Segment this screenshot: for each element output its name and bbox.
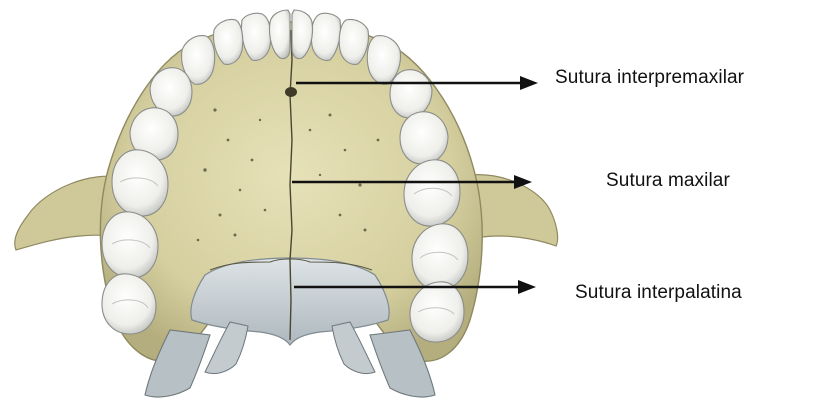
left-posterior-process [205, 322, 248, 374]
label-sutura-interpalatina: Sutura interpalatina [575, 282, 742, 304]
label-sutura-maxilar: Sutura maxilar [606, 170, 730, 192]
molar-2-left [102, 212, 158, 278]
incisive-foramen [285, 87, 297, 97]
arrow-3-head [518, 280, 536, 294]
label-sutura-interpremaxilar: Sutura interpremaxilar [555, 67, 744, 89]
right-posterior-process [332, 322, 375, 374]
molar-1-right [404, 160, 460, 226]
molar-2-right [412, 224, 468, 290]
premolar-2-right [400, 112, 448, 164]
arrow-1-head [520, 76, 538, 90]
molar-1-left [112, 150, 168, 216]
